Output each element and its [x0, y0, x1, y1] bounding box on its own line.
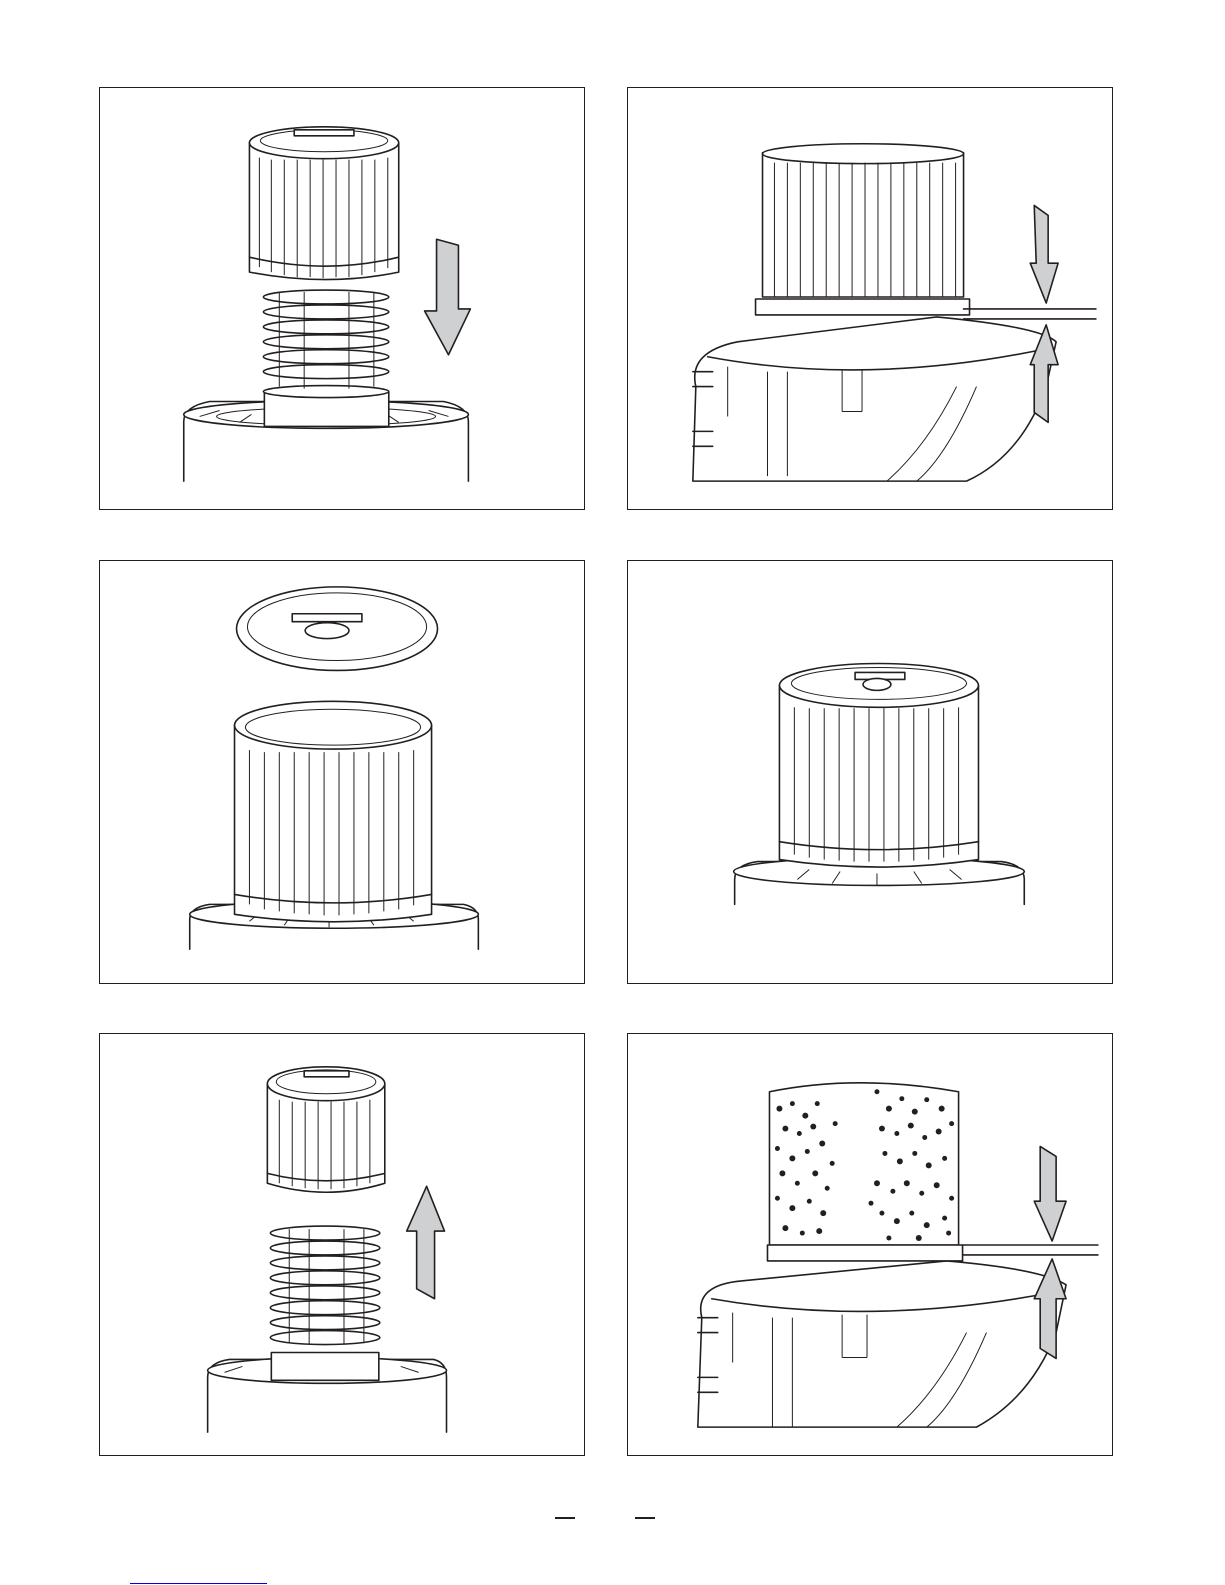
- filter-lowering-illustration: [100, 88, 584, 509]
- up-arrow-icon: [407, 1186, 445, 1298]
- figure-panel-6: [627, 1033, 1113, 1456]
- filter-lifting-illustration: [100, 1034, 584, 1455]
- figure-panel-4: [627, 560, 1113, 984]
- filter-lid-removed-illustration: [100, 561, 584, 983]
- filter-lid: [237, 587, 438, 671]
- pleated-filter: [249, 127, 398, 280]
- figure-panel-3: [99, 560, 585, 984]
- down-arrow-icon: [1030, 205, 1058, 303]
- page-mark-left: [555, 1517, 575, 1519]
- dirty-filter-illustration: [628, 1034, 1112, 1455]
- clogged-filter: [767, 1083, 962, 1261]
- figure-panel-5: [99, 1033, 585, 1456]
- filter-assembled-illustration: [628, 561, 1112, 983]
- filter-cage: [263, 290, 388, 389]
- filter-cage: [270, 1226, 379, 1344]
- figure-panel-1: [99, 87, 585, 510]
- filter-cartridge: [235, 701, 432, 921]
- filter-seating-illustration: [628, 88, 1112, 509]
- pleated-filter: [267, 1067, 384, 1192]
- filter-cartridge: [779, 664, 978, 868]
- footer-link-rule[interactable]: [130, 1583, 267, 1584]
- filter-cartridge: [756, 144, 970, 315]
- figure-panel-2: [627, 87, 1113, 510]
- page-mark-right: [635, 1517, 655, 1519]
- down-arrow-icon: [1034, 1146, 1066, 1241]
- down-arrow-icon: [425, 239, 471, 354]
